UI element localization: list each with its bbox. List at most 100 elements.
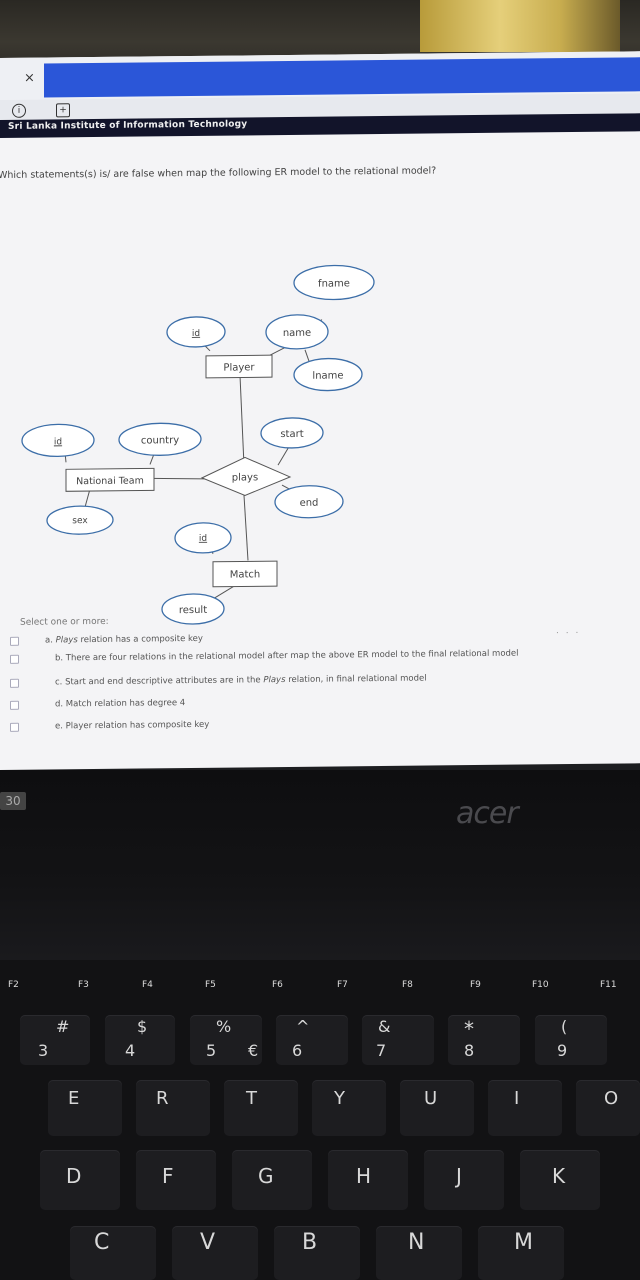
key-r[interactable]: R bbox=[136, 1080, 210, 1136]
er-diagram: fname name lname id id country sex start… bbox=[21, 264, 375, 625]
key-f9[interactable]: F9 bbox=[470, 980, 481, 990]
option-a-prefix: a. bbox=[45, 635, 56, 646]
key-f3[interactable]: F3 bbox=[78, 980, 89, 990]
option-a-rest: relation has a composite key bbox=[77, 633, 203, 646]
key-4[interactable]: $ 4 bbox=[105, 1015, 175, 1065]
option-d[interactable]: d. Match relation has degree 4 bbox=[10, 698, 185, 710]
key-f4[interactable]: F4 bbox=[142, 980, 153, 990]
key-f8[interactable]: F8 bbox=[402, 980, 413, 990]
key-f2[interactable]: F2 bbox=[8, 980, 19, 990]
key-f6[interactable]: F6 bbox=[272, 980, 283, 990]
attr-end-label: end bbox=[300, 498, 319, 509]
key-9[interactable]: ( 9 bbox=[535, 1015, 607, 1065]
attr-match-id bbox=[174, 522, 232, 554]
attr-fname-label: fname bbox=[318, 278, 350, 289]
attr-start bbox=[260, 417, 324, 449]
key-c[interactable]: C bbox=[70, 1226, 156, 1280]
page-icon[interactable]: + bbox=[56, 103, 70, 118]
option-c-prefix: c. Start and end descriptive attributes … bbox=[55, 675, 264, 688]
browser-tab[interactable] bbox=[44, 57, 640, 98]
question-text: Which statements(s) is/ are false when m… bbox=[0, 165, 437, 182]
option-b[interactable]: b. There are four relations in the relat… bbox=[10, 649, 519, 664]
key-n-label: N bbox=[408, 1230, 425, 1255]
attr-name-label: name bbox=[283, 328, 311, 339]
key-7[interactable]: & 7 bbox=[362, 1015, 434, 1065]
key-u[interactable]: U bbox=[400, 1080, 474, 1136]
info-icon[interactable]: i bbox=[12, 103, 26, 118]
option-e[interactable]: e. Player relation has composite key bbox=[10, 720, 209, 732]
key-3[interactable]: # 3 bbox=[20, 1015, 90, 1065]
key-o[interactable]: O bbox=[576, 1080, 640, 1136]
close-icon[interactable]: × bbox=[24, 70, 35, 86]
option-a-italic: Plays bbox=[55, 635, 78, 646]
er-connectors bbox=[64, 319, 323, 605]
option-a[interactable]: a. Plays relation has a composite key bbox=[10, 634, 203, 646]
key-6-top: ^ bbox=[296, 1017, 310, 1036]
key-9-top: ( bbox=[561, 1017, 568, 1036]
option-c-rest: relation, in final relational model bbox=[285, 673, 427, 686]
key-j[interactable]: J bbox=[424, 1150, 504, 1210]
option-a-checkbox[interactable] bbox=[10, 636, 19, 646]
key-3-top: # bbox=[56, 1017, 70, 1036]
key-6[interactable]: ^ 6 bbox=[276, 1015, 348, 1065]
key-d[interactable]: D bbox=[40, 1150, 120, 1210]
key-m[interactable]: M bbox=[478, 1226, 564, 1280]
attr-result-label: result bbox=[179, 605, 207, 616]
attr-sex bbox=[46, 505, 114, 535]
line-plays-match bbox=[243, 495, 249, 561]
attr-team-id-label: id bbox=[54, 437, 62, 447]
key-y[interactable]: Y bbox=[312, 1080, 386, 1136]
attr-sex-label: sex bbox=[72, 516, 88, 526]
key-3-bottom: 3 bbox=[38, 1041, 49, 1060]
key-k[interactable]: K bbox=[520, 1150, 600, 1210]
key-h[interactable]: H bbox=[328, 1150, 408, 1210]
key-e[interactable]: E bbox=[48, 1080, 122, 1136]
option-c-checkbox[interactable] bbox=[10, 678, 19, 688]
key-f5[interactable]: F5 bbox=[205, 980, 216, 990]
key-4-top: $ bbox=[137, 1017, 148, 1036]
key-i[interactable]: I bbox=[488, 1080, 562, 1136]
key-f11[interactable]: F11 bbox=[600, 980, 617, 990]
option-c[interactable]: c. Start and end descriptive attributes … bbox=[10, 674, 427, 688]
key-v[interactable]: V bbox=[172, 1226, 258, 1280]
option-d-prefix: d. Match relation has degree 4 bbox=[55, 698, 186, 710]
option-b-checkbox[interactable] bbox=[10, 654, 19, 664]
key-i-label: I bbox=[514, 1088, 520, 1109]
entity-match-label: Match bbox=[230, 569, 261, 580]
attr-lname-label: lname bbox=[312, 370, 343, 381]
attr-result bbox=[161, 593, 225, 625]
option-e-checkbox[interactable] bbox=[10, 722, 19, 732]
line-team-sex bbox=[84, 488, 91, 508]
line-player-plays bbox=[239, 375, 245, 466]
attr-player-id-label: id bbox=[192, 329, 200, 339]
entity-match bbox=[212, 560, 278, 588]
select-label: Select one or more: bbox=[20, 616, 109, 628]
key-f7[interactable]: F7 bbox=[337, 980, 348, 990]
key-t[interactable]: T bbox=[224, 1080, 298, 1136]
option-d-checkbox[interactable] bbox=[10, 700, 19, 710]
key-8[interactable]: * 8 bbox=[448, 1015, 520, 1065]
key-n[interactable]: N bbox=[376, 1226, 462, 1280]
key-5-bottom: 5 bbox=[206, 1041, 217, 1060]
attr-country bbox=[118, 422, 202, 456]
attr-lname bbox=[293, 357, 363, 392]
entity-national-team-label: Nationai Team bbox=[76, 475, 144, 487]
attr-team-id bbox=[21, 423, 95, 458]
attr-start-label: start bbox=[280, 429, 303, 440]
key-f[interactable]: F bbox=[136, 1150, 216, 1210]
key-5[interactable]: % 5 € bbox=[190, 1015, 262, 1065]
laptop-bezel bbox=[0, 770, 640, 960]
key-f10[interactable]: F10 bbox=[532, 980, 549, 990]
relationship-plays-label: plays bbox=[232, 472, 258, 483]
key-6-bottom: 6 bbox=[292, 1041, 303, 1060]
attr-match-id-label: id bbox=[199, 534, 207, 544]
key-d-label: D bbox=[66, 1164, 82, 1188]
key-t-label: T bbox=[246, 1088, 257, 1109]
key-c-label: C bbox=[94, 1230, 110, 1255]
attr-fname bbox=[293, 264, 375, 301]
key-f-label: F bbox=[162, 1164, 174, 1188]
key-g[interactable]: G bbox=[232, 1150, 312, 1210]
relationship-plays bbox=[200, 456, 292, 496]
key-b[interactable]: B bbox=[274, 1226, 360, 1280]
sticker-led: 30 bbox=[0, 792, 26, 810]
